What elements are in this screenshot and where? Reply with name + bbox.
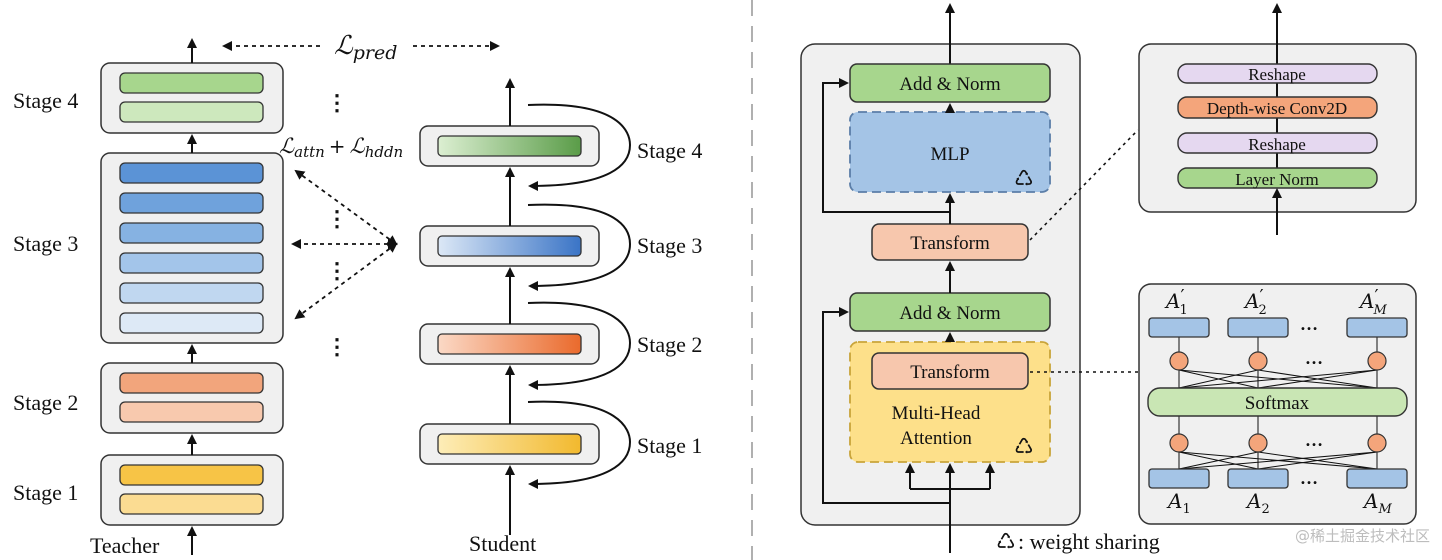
recycle-icon: ♺ — [1014, 434, 1034, 459]
attn-hddn-loss-label: ℒattn+ℒhddn — [279, 134, 403, 161]
attention-head-output — [1346, 317, 1408, 338]
residual-arrow — [822, 78, 950, 213]
ellipsis: ⋮ — [326, 206, 348, 231]
teacher-stage2-layer — [119, 401, 264, 423]
detail-connector — [1029, 129, 1139, 241]
reshape-top — [1177, 63, 1378, 84]
student-stage3-layer — [437, 235, 582, 257]
attention-head-output — [1148, 317, 1210, 338]
teacher-stage3-layer — [119, 162, 264, 184]
layer-norm-label: Layer Norm — [1235, 170, 1319, 189]
ellipsis: … — [1300, 314, 1318, 334]
head-node — [1248, 351, 1268, 371]
student-stage1-label: Stage 1 — [637, 433, 702, 458]
student-loop-arrow — [527, 400, 632, 489]
teacher-stage3-layer — [119, 192, 264, 214]
transform-inner — [871, 352, 1029, 390]
teacher-stage3-label: Stage 3 — [13, 231, 78, 256]
student-model: Stage 4 Stage 3 Stage 2 Stage 1 Student — [419, 78, 702, 556]
ellipsis: … — [1300, 468, 1318, 488]
teacher-stage3-layer — [119, 282, 264, 304]
student-loop-arrow — [527, 301, 632, 390]
transform-detail: Reshape Depth-wise Conv2D Reshape Layer … — [1138, 3, 1417, 235]
student-stage2-label: Stage 2 — [637, 332, 702, 357]
teacher-stage4-layer — [119, 72, 264, 94]
attention-head-input — [1227, 468, 1289, 489]
softmax-label: Softmax — [1245, 393, 1310, 414]
ellipsis: … — [1305, 430, 1323, 450]
layer-norm-block — [1177, 167, 1378, 189]
head-node — [1367, 351, 1387, 371]
head-label: A′M — [1358, 286, 1388, 318]
teacher-stage2-label: Stage 2 — [13, 390, 78, 415]
teacher-stage3-layer — [119, 252, 264, 274]
recycle-icon: ♺ — [1014, 166, 1034, 191]
ellipsis: ⋮ — [326, 90, 348, 115]
student-loop-arrow — [527, 203, 632, 291]
legend-text: : weight sharing — [1018, 529, 1160, 554]
student-stage1-layer — [437, 433, 582, 455]
attention-connections — [1178, 337, 1378, 470]
teacher-model: Stage 4 Stage 3 Stage 2 Stage 1 Teacher … — [13, 38, 348, 558]
ellipsis: ⋮ — [326, 334, 348, 359]
pred-loss: ℒpred — [222, 31, 500, 64]
attn-hddn-loss: ℒattn+ℒhddn — [279, 134, 403, 320]
transform-inner-label: Transform — [910, 362, 990, 383]
teacher-stage1-label: Stage 1 — [13, 480, 78, 505]
student-stage4-label: Stage 4 — [637, 138, 702, 163]
head-label: A′2 — [1243, 286, 1267, 318]
teacher-stage4-layer — [119, 101, 264, 123]
student-stage2-layer — [437, 333, 582, 355]
mha-label: Multi-Head — [892, 403, 981, 424]
attention-head-output — [1227, 317, 1289, 338]
head-node — [1248, 433, 1268, 453]
reshape-bottom-label: Reshape — [1248, 135, 1306, 154]
student-loop-arrow — [527, 103, 632, 191]
residual-arrow — [822, 307, 950, 504]
mha-label: Attention — [900, 428, 972, 449]
add-norm-bottom-label: Add & Norm — [899, 303, 1001, 324]
ellipsis: … — [1305, 348, 1323, 368]
head-label: A1 — [1166, 489, 1191, 517]
teacher-stage3-layer — [119, 312, 264, 334]
transformer-block: Add & Norm MLP ♺ Transform Add & Norm Tr… — [800, 3, 1081, 553]
student-title: Student — [469, 531, 536, 556]
attention-head-input — [1346, 468, 1408, 489]
reshape-top-label: Reshape — [1248, 65, 1306, 84]
dwconv-block — [1177, 96, 1378, 119]
pred-loss-label: ℒpred — [334, 31, 397, 64]
mlp-label: MLP — [930, 144, 969, 165]
attention-head-input — [1148, 468, 1210, 489]
head-label: A2 — [1245, 489, 1270, 517]
reshape-bottom — [1177, 132, 1378, 154]
attention-detail: Softmax … … … … A′1 A′2 A′M A1 A2 AM — [1138, 283, 1417, 525]
dwconv-label: Depth-wise Conv2D — [1207, 99, 1347, 118]
student-stage4-layer — [437, 135, 582, 157]
teacher-stage1-layer — [119, 464, 264, 486]
teacher-stage4-label: Stage 4 — [13, 88, 78, 113]
head-node — [1169, 433, 1189, 453]
teacher-stage3-layer — [119, 222, 264, 244]
student-stage3-label: Stage 3 — [637, 233, 702, 258]
recycle-icon: ♺ — [996, 529, 1016, 554]
legend: ♺ : weight sharing — [996, 529, 1160, 554]
head-node — [1367, 433, 1387, 453]
head-label: A′1 — [1164, 286, 1188, 318]
transform-mid-label: Transform — [910, 233, 990, 254]
teacher-title: Teacher — [90, 533, 160, 558]
ellipsis: ⋮ — [326, 258, 348, 283]
teacher-stage2-layer — [119, 372, 264, 394]
add-norm-top — [849, 63, 1051, 103]
teacher-stage1-layer — [119, 493, 264, 515]
softmax-block — [1147, 387, 1408, 417]
head-label: AM — [1362, 489, 1392, 517]
head-node — [1169, 351, 1189, 371]
add-norm-top-label: Add & Norm — [899, 74, 1001, 95]
watermark: @稀土掘金技术社区 — [1295, 527, 1430, 545]
